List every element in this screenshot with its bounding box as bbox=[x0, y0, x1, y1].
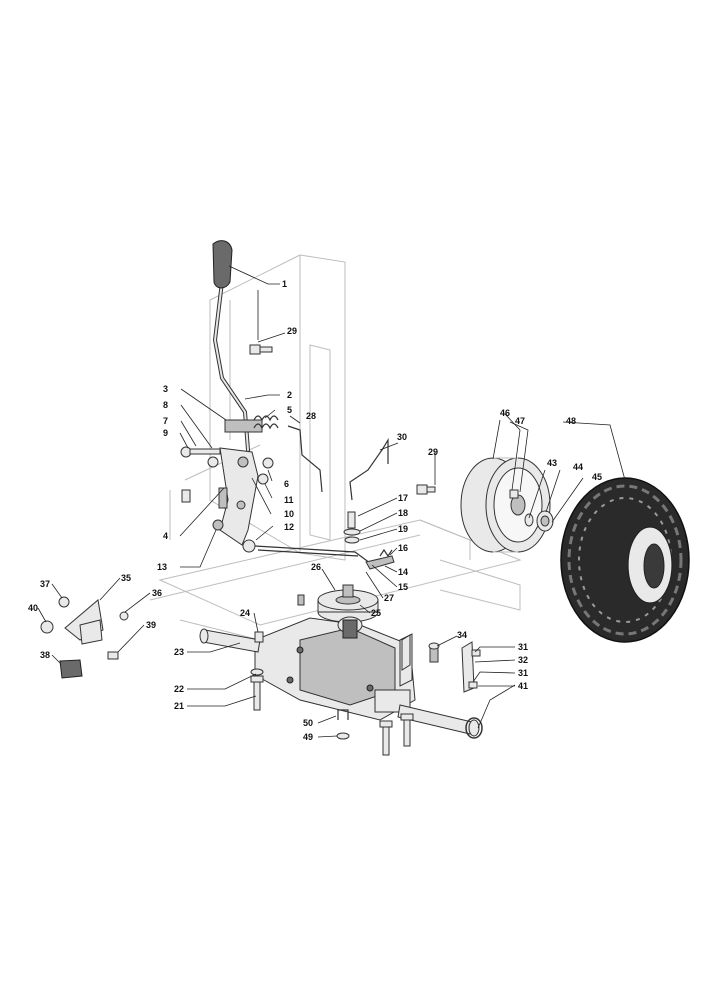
callout-12: 12 bbox=[284, 522, 294, 532]
callout-22: 22 bbox=[174, 684, 184, 694]
callout-5: 5 bbox=[287, 405, 292, 415]
callout-19: 19 bbox=[398, 524, 408, 534]
lower-bolts bbox=[250, 631, 414, 756]
callout-43: 43 bbox=[547, 458, 557, 468]
rod-part-28 bbox=[287, 425, 323, 493]
callout-41: 41 bbox=[518, 681, 528, 691]
callout-2: 2 bbox=[287, 390, 292, 400]
callout-40: 40 bbox=[28, 603, 38, 613]
callout-15: 15 bbox=[398, 582, 408, 592]
callout-labels: 1 29 2 3 5 8 28 7 9 6 11 10 12 4 13 30 2… bbox=[28, 279, 602, 742]
callout-26: 26 bbox=[311, 562, 321, 572]
callout-14: 14 bbox=[398, 567, 408, 577]
wheel-rim bbox=[460, 457, 551, 553]
callout-29-upper: 29 bbox=[287, 326, 297, 336]
leader-lines bbox=[37, 265, 626, 738]
callout-38: 38 bbox=[40, 650, 50, 660]
bolt-part-29-upper bbox=[249, 344, 273, 355]
callout-50: 50 bbox=[303, 718, 313, 728]
callout-11: 11 bbox=[284, 495, 294, 505]
bolt-part-29-right bbox=[416, 484, 436, 495]
callout-32: 32 bbox=[518, 655, 528, 665]
clip-and-washer bbox=[336, 709, 350, 740]
pulley bbox=[317, 584, 379, 623]
callout-16: 16 bbox=[398, 543, 408, 553]
bolt-stack-17-19 bbox=[343, 511, 361, 544]
callout-37: 37 bbox=[40, 579, 50, 589]
callout-39: 39 bbox=[146, 620, 156, 630]
callout-35: 35 bbox=[121, 573, 131, 583]
lever-bracket-plate bbox=[218, 447, 259, 546]
callout-25: 25 bbox=[371, 608, 381, 618]
callout-48: 48 bbox=[566, 416, 576, 426]
callout-34: 34 bbox=[457, 630, 467, 640]
callout-1: 1 bbox=[282, 279, 287, 289]
callout-9: 9 bbox=[163, 428, 168, 438]
callout-4: 4 bbox=[163, 531, 168, 541]
transaxle-housing bbox=[254, 594, 416, 721]
callout-21: 21 bbox=[174, 701, 184, 711]
callout-30: 30 bbox=[397, 432, 407, 442]
callout-23: 23 bbox=[174, 647, 184, 657]
callout-31-upper: 31 bbox=[518, 642, 528, 652]
rod-part-30 bbox=[349, 437, 389, 501]
chassis-frame-ghost bbox=[149, 254, 522, 641]
callout-8: 8 bbox=[163, 400, 168, 410]
right-bracket-parts bbox=[401, 634, 481, 693]
callout-6: 6 bbox=[284, 479, 289, 489]
small-hardware-left bbox=[180, 446, 274, 531]
gear-lever-assembly bbox=[212, 240, 263, 452]
wheel-hub-parts bbox=[509, 489, 554, 532]
tire bbox=[560, 477, 690, 643]
callout-49: 49 bbox=[303, 732, 313, 742]
callout-28: 28 bbox=[306, 411, 316, 421]
callout-47: 47 bbox=[515, 416, 525, 426]
callout-3: 3 bbox=[163, 384, 168, 394]
left-small-parts bbox=[40, 596, 129, 679]
callout-7: 7 bbox=[163, 416, 168, 426]
callout-10: 10 bbox=[284, 509, 294, 519]
callout-31-lower: 31 bbox=[518, 668, 528, 678]
axle-shafts bbox=[199, 628, 483, 739]
callout-45: 45 bbox=[592, 472, 602, 482]
callout-44: 44 bbox=[573, 462, 583, 472]
callout-36: 36 bbox=[152, 588, 162, 598]
callout-27: 27 bbox=[384, 593, 394, 603]
callout-29-right: 29 bbox=[428, 447, 438, 457]
spring-part bbox=[253, 415, 279, 430]
callout-18: 18 bbox=[398, 508, 408, 518]
callout-24: 24 bbox=[240, 608, 250, 618]
callout-17: 17 bbox=[398, 493, 408, 503]
callout-46: 46 bbox=[500, 408, 510, 418]
callout-13: 13 bbox=[157, 562, 167, 572]
